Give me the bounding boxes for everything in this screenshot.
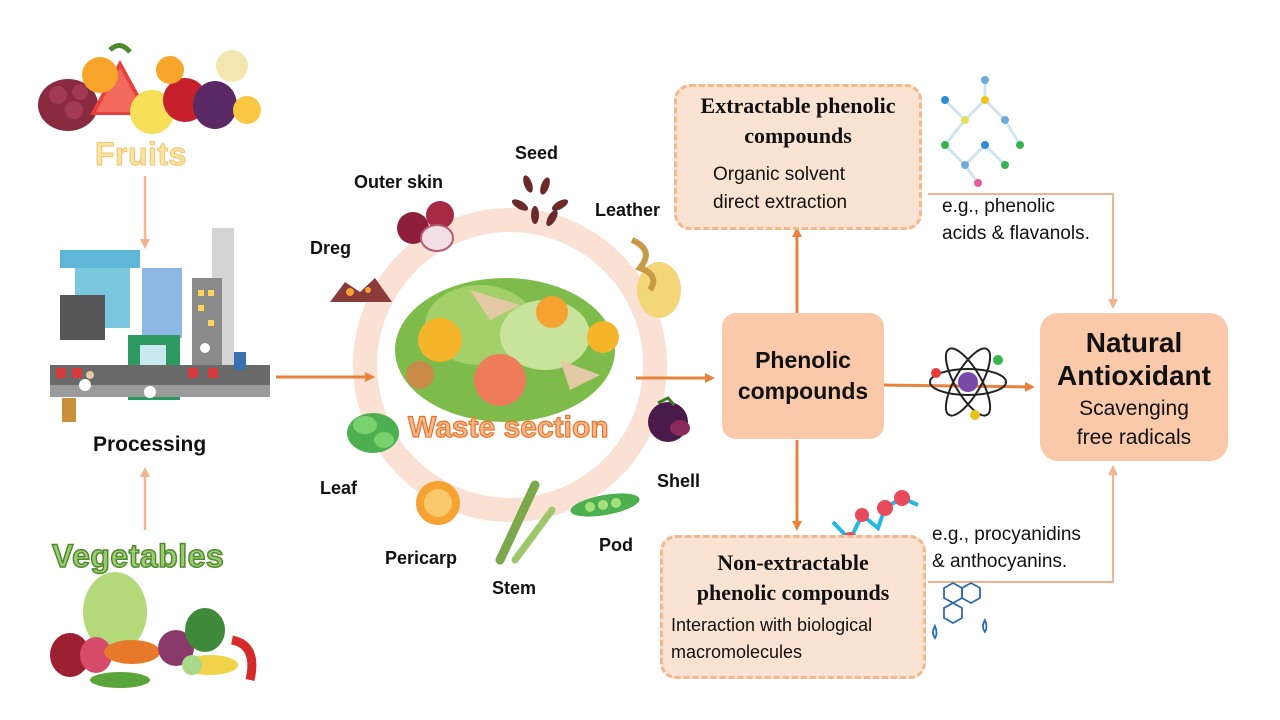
natural-sub-line1: Scavenging [1079,397,1189,420]
leaf-icon [347,413,399,453]
extractable-example-line1: e.g., phenolic [942,196,1056,217]
non-extractable-desc-line1: Interaction with biological [671,615,873,635]
asparagus-stem-icon [495,480,556,565]
waste-ring [353,208,667,522]
processing-label: Processing [93,433,207,456]
part-label-seed: Seed [515,143,559,163]
seed-icon [511,175,569,227]
natural-title-line1: Natural [1085,327,1183,358]
extractable-desc-line1: Organic solvent [713,164,846,185]
extractable-example-line2: acids & flavanols. [942,223,1090,244]
vegetables-title: Vegetables [51,537,225,575]
part-label-leaf: Leaf [320,478,358,498]
extractable-examples: e.g., phenolic acids & flavanols. [942,193,1090,247]
potato-peel-icon [630,237,681,318]
extractable-title-line1: Extractable phenolic [700,93,896,118]
orange-peel-icon [416,481,460,525]
part-label-shell: Shell [657,471,701,491]
mangosteen-shell-icon [648,396,690,442]
part-label-leather: Leather [595,200,661,220]
non-extractable-example-line2: & anthocyanins. [932,551,1068,572]
phenolic-line1: Phenolic [755,347,851,373]
non-extractable-example-line1: e.g., procyanidins [932,524,1081,545]
vegetables-illustration [50,572,257,688]
extractable-title-line2: compounds [744,123,852,148]
non-extractable-title-line1: Non-extractable [717,550,869,575]
part-label-pericarp: Pericarp [385,548,458,568]
fruits-illustration [38,43,261,134]
waste-pile-illustration [395,278,619,422]
dreg-icon [330,278,392,302]
phenolic-line2: compounds [737,378,869,404]
fruits-title: Fruits [95,136,187,173]
pea-pod-icon [570,493,640,517]
hexagon-rings-icon [932,581,988,640]
non-extractable-examples: e.g., procyanidins & anthocyanins. [932,521,1081,575]
non-extractable-phenolic-box: Non-extractable phenolic compounds Inter… [660,535,926,679]
natural-sub-line2: free radicals [1076,426,1192,449]
onion-icon [397,201,454,252]
part-label-stem: Stem [492,578,537,598]
non-extractable-title-line2: phenolic compounds [696,580,890,605]
phenolic-compounds-box: Phenolic compounds [722,313,884,439]
part-label-pod: Pod [599,535,633,555]
factory-illustration [50,228,270,422]
non-extractable-desc-line2: macromolecules [671,642,803,662]
waste-section-label: Waste section [407,410,609,444]
natural-antioxidant-box: Natural Antioxidant Scavenging free radi… [1040,313,1228,461]
part-label-outer-skin: Outer skin [354,172,444,192]
atom-icon [929,347,1007,420]
natural-title-line2: Antioxidant [1057,360,1211,391]
part-label-dreg: Dreg [310,238,352,258]
extractable-phenolic-box: Extractable phenolic compounds Organic s… [674,84,922,230]
extractable-desc-line2: direct extraction [713,192,848,213]
molecule-network-icon [941,76,1024,187]
